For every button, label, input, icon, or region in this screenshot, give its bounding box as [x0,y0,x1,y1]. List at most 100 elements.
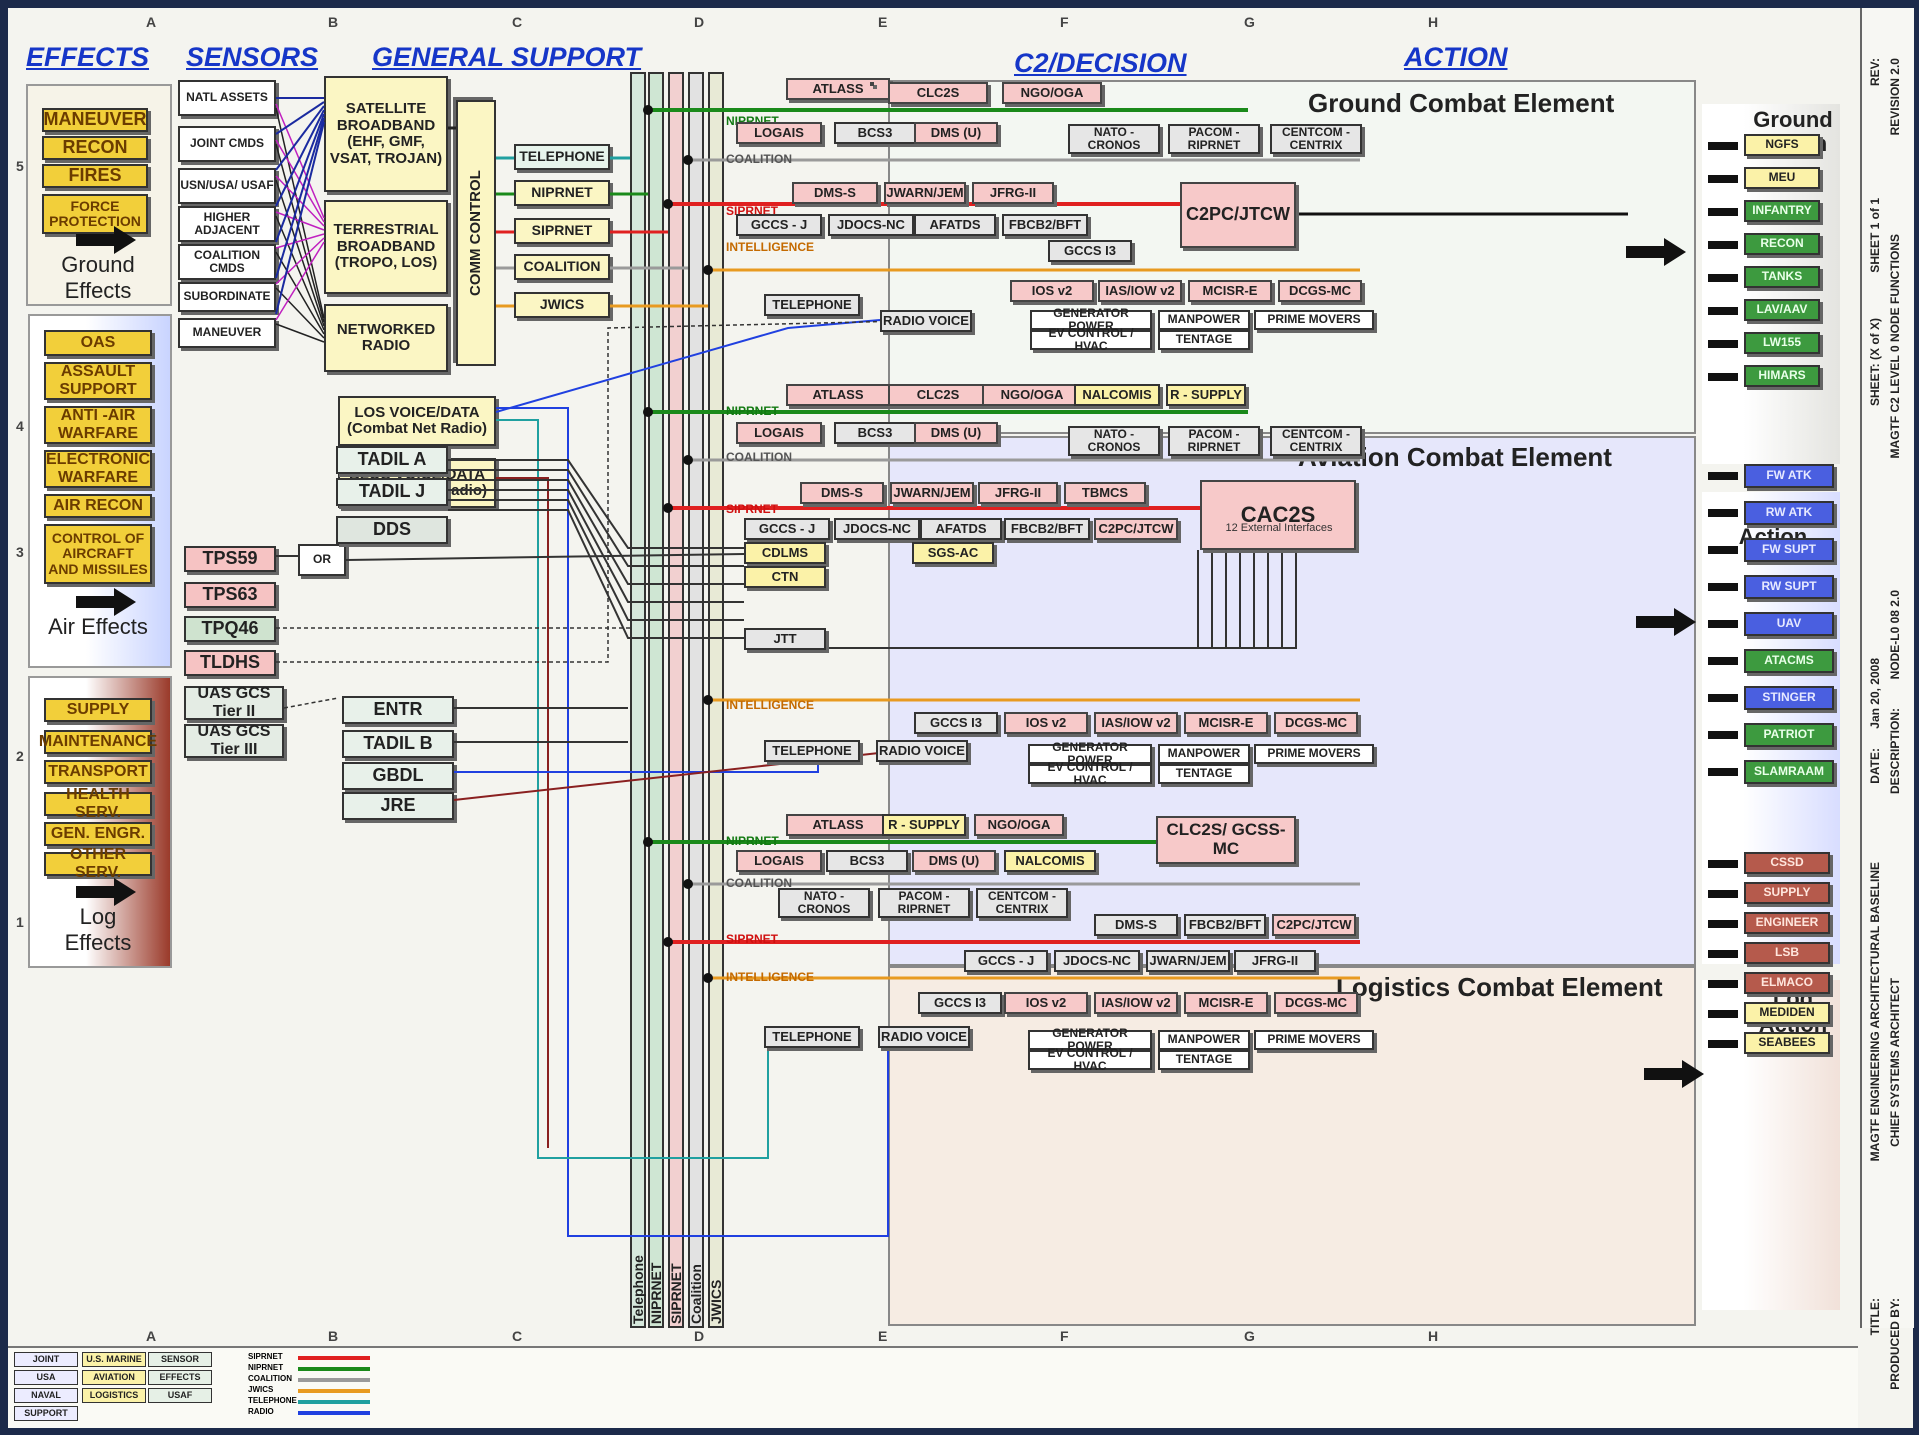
ace-sip2-2[interactable]: AFATDS [920,518,1002,540]
action-ground-4[interactable]: TANKS [1744,266,1820,288]
ace-ngo[interactable]: NGO/OGA [982,384,1082,406]
radar-sensor-2[interactable]: TPQ46 [184,616,276,642]
gce-sup-4[interactable]: TENTAGE [1158,330,1250,350]
effect-log-2[interactable]: TRANSPORT [44,760,152,784]
effect-air-4[interactable]: AIR RECON [44,494,152,518]
radar-sensor-4[interactable]: UAS GCS Tier II [184,685,284,720]
action-ground-2[interactable]: INFANTRY [1744,200,1820,222]
ace-intel-2[interactable]: MCISR-E [1184,712,1268,734]
lce-coal-2[interactable]: CENTCOM - CENTRIX [976,888,1068,918]
radar-sensor-5[interactable]: UAS GCS Tier III [184,723,284,758]
gce-intel-3[interactable]: DCGS-MC [1278,280,1362,302]
action-air-4[interactable]: UAV [1744,612,1834,636]
tadil2-3[interactable]: JRE [342,792,454,820]
gce-c2pc[interactable]: C2PC/JTCW [1180,182,1296,248]
ace-nalcomis[interactable]: NALCOMIS [1074,384,1160,406]
gce-logais[interactable]: LOGAIS [736,122,822,144]
lce-ngo[interactable]: NGO/OGA [974,814,1064,836]
ace-intel-3[interactable]: DCGS-MC [1274,712,1358,734]
ace-sup-1[interactable]: MANPOWER [1158,744,1250,764]
sensor-5[interactable]: SUBORDINATE [178,282,276,312]
tadil2-2[interactable]: GBDL [342,762,454,790]
gce-intel-1[interactable]: IAS/IOW v2 [1098,280,1182,302]
lce-logais[interactable]: LOGAIS [736,850,822,872]
ace-sip2-4[interactable]: C2PC/JTCW [1094,518,1178,540]
lce-sip1-1[interactable]: FBCB2/BFT [1184,914,1266,936]
sensor-6[interactable]: MANEUVER [178,318,276,348]
lce-coal-1[interactable]: PACOM - RIPRNET [878,888,970,918]
lce-dms[interactable]: DMS (U) [912,850,996,872]
action-air-0[interactable]: FW ATK [1744,464,1834,488]
sensor-0[interactable]: NATL ASSETS [178,80,276,116]
ace-clc2s[interactable]: CLC2S [888,384,988,406]
action-ground-5[interactable]: LAV/AAV [1744,299,1820,321]
gce-sup-0[interactable]: GENERATOR POWER [1030,306,1152,333]
lce-sup-2[interactable]: PRIME MOVERS [1254,1030,1374,1050]
action-air-2[interactable]: FW SUPT [1744,538,1834,562]
action-air-3[interactable]: RW SUPT [1744,575,1834,599]
effect-air-5[interactable]: CONTROL OF AIRCRAFT AND MISSILES [44,524,152,584]
tadil-0[interactable]: TADIL A [336,446,448,474]
action-log-1[interactable]: SUPPLY [1744,882,1830,904]
gce-intel-2[interactable]: MCISR-E [1188,280,1272,302]
radar-sensor-0[interactable]: TPS59 [184,546,276,572]
lce-sip2-3[interactable]: JFRG-II [1234,950,1316,972]
lce-clc2s[interactable]: CLC2S/ GCSS-MC [1156,816,1296,864]
gs-service-4[interactable]: JWICS [514,292,610,318]
lce-sip2-1[interactable]: JDOCS-NC [1054,950,1140,972]
gce-sup-1[interactable]: MANPOWER [1158,310,1250,330]
action-log-4[interactable]: ELMACO [1744,972,1830,994]
effect-log-1[interactable]: MAINTENANCE [39,730,157,754]
lce-atlass[interactable]: ATLASS [786,814,890,836]
gce-bcs3[interactable]: BCS3 [834,122,916,144]
action-ground-7[interactable]: HIMARS [1744,365,1820,387]
lce-sup-4[interactable]: TENTAGE [1158,1050,1250,1070]
ace-intel-1[interactable]: IAS/IOW v2 [1094,712,1178,734]
effect-air-3[interactable]: ELECTRONIC WARFARE [44,450,152,488]
gce-radio[interactable]: RADIO VOICE [880,310,972,332]
ace-sip2-1[interactable]: JDOCS-NC [834,518,920,540]
gce-ngo[interactable]: NGO/OGA [1002,82,1102,104]
action-ground-0[interactable]: NGFS [1744,134,1820,156]
gce-sup-3[interactable]: EV CONTROL / HVAC [1030,326,1152,353]
lce-intel-3[interactable]: DCGS-MC [1274,992,1358,1014]
tadil2-0[interactable]: ENTR [342,696,454,724]
lce-gccs[interactable]: GCCS I3 [918,992,1002,1014]
action-ground-6[interactable]: LW155 [1744,332,1820,354]
action-log-2[interactable]: ENGINEER [1744,912,1830,934]
action-log-5[interactable]: MEDIDEN [1744,1002,1830,1024]
ace-tel[interactable]: TELEPHONE [764,740,860,762]
effect-ground-3[interactable]: FORCE PROTECTION [42,194,148,234]
gce-sip2-0[interactable]: GCCS - J [736,214,822,236]
action-log-3[interactable]: LSB [1744,942,1830,964]
ace-sip1-0[interactable]: DMS-S [800,482,884,504]
ace-coal-2[interactable]: CENTCOM - CENTRIX [1270,426,1362,456]
gce-gccs[interactable]: GCCS I3 [1048,240,1132,262]
ace-sup-4[interactable]: TENTAGE [1158,764,1250,784]
gce-coal-1[interactable]: PACOM - RIPRNET [1168,124,1260,154]
lce-rsupply[interactable]: R - SUPPLY [882,814,966,836]
ace-cdlms[interactable]: CDLMS [744,542,826,564]
gce-clc2s[interactable]: CLC2S [888,82,988,104]
ace-radio[interactable]: RADIO VOICE [876,740,968,762]
gce-tel[interactable]: TELEPHONE [764,294,860,316]
ace-sip1-1[interactable]: JWARN/JEM [890,482,974,504]
action-air-5[interactable]: ATACMS [1744,649,1834,673]
ace-logais[interactable]: LOGAIS [736,422,822,444]
lce-tel[interactable]: TELEPHONE [764,1026,860,1048]
ace-gccs[interactable]: GCCS I3 [914,712,998,734]
ace-sgsac[interactable]: SGS-AC [912,542,994,564]
gce-coal-0[interactable]: NATO - CRONOS [1068,124,1160,154]
terrestrial-broadband[interactable]: TERRESTRIAL BROADBAND (TROPO, LOS) [324,200,448,294]
action-air-7[interactable]: PATRIOT [1744,723,1834,747]
gce-sip1-1[interactable]: JWARN/JEM [884,182,966,204]
satellite-broadband[interactable]: SATELLITE BROADBAND (EHF, GMF, VSAT, TRO… [324,76,448,192]
gs-service-0[interactable]: TELEPHONE [514,144,610,170]
lce-sip2-2[interactable]: JWARN/JEM [1146,950,1230,972]
lce-sup-0[interactable]: GENERATOR POWER [1028,1026,1152,1053]
lce-radio[interactable]: RADIO VOICE [878,1026,970,1048]
lce-sup-3[interactable]: EV CONTROL / HVAC [1028,1046,1152,1073]
effect-air-0[interactable]: OAS [44,330,152,356]
sensor-4[interactable]: COALITION CMDS [178,244,276,280]
sensor-1[interactable]: JOINT CMDS [178,126,276,162]
